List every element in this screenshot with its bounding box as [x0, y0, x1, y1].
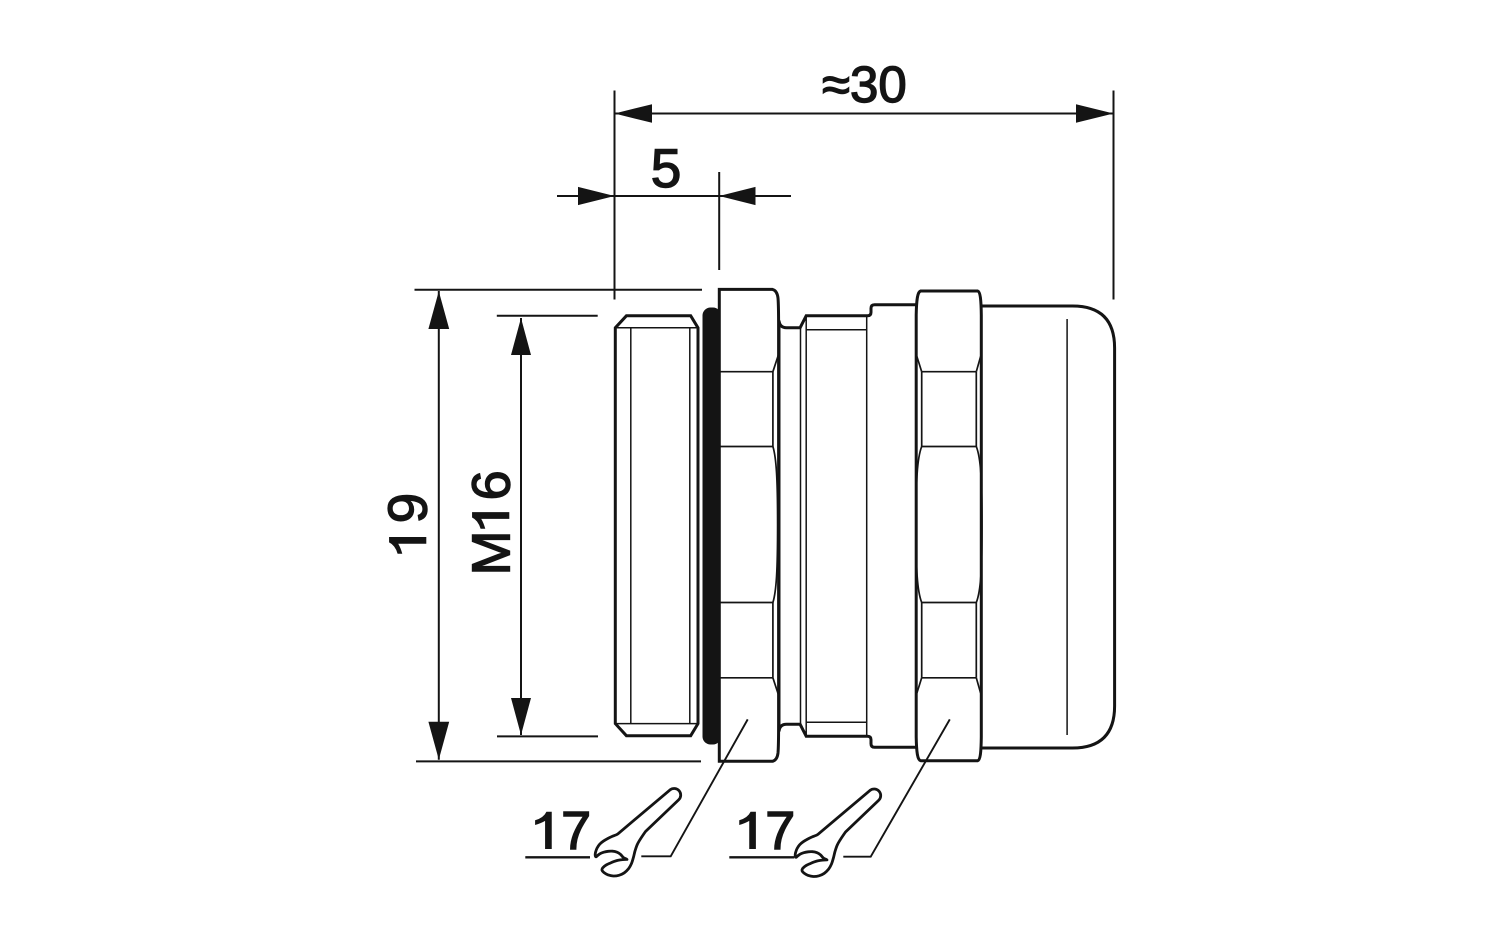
svg-text:7: 7 — [561, 801, 591, 861]
svg-text:9: 9 — [376, 493, 438, 524]
svg-text:6: 6 — [461, 470, 521, 500]
svg-text:M: M — [461, 531, 521, 576]
svg-text:≈30: ≈30 — [822, 56, 907, 113]
svg-text:5: 5 — [651, 137, 682, 199]
svg-text:7: 7 — [765, 801, 795, 861]
